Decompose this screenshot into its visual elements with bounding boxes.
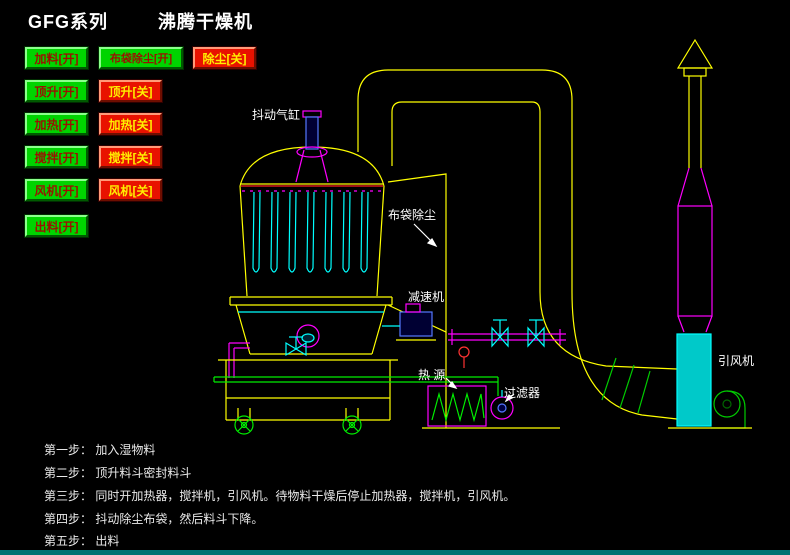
button-feed-on[interactable]: 加料[开]: [25, 47, 88, 69]
button-dedust-off[interactable]: 除尘[关]: [193, 47, 256, 69]
button-bag-dedust-on[interactable]: 布袋除尘[开]: [99, 47, 183, 69]
button-discharge-on[interactable]: 出料[开]: [25, 215, 88, 237]
induced-fan-unit: [668, 333, 752, 429]
filter-unit: [490, 390, 514, 420]
step-2: 第二步： 顶升料斗密封料斗: [44, 466, 192, 480]
cart: [218, 359, 398, 421]
wheels: [234, 415, 362, 435]
pipe-valve-1: [491, 319, 509, 348]
label-heat-source: 热 源: [418, 368, 446, 382]
button-lift-off[interactable]: 顶升[关]: [99, 80, 162, 102]
button-heat-on[interactable]: 加热[开]: [25, 113, 88, 135]
page-title: GFG系列 沸腾干燥机: [28, 8, 253, 34]
filter-bags: [252, 191, 369, 273]
button-stir-on[interactable]: 搅拌[开]: [25, 146, 88, 168]
main-duct: [357, 69, 678, 420]
button-stir-off[interactable]: 搅拌[关]: [99, 146, 162, 168]
sight-glass: [238, 311, 384, 348]
vessel: [229, 146, 393, 355]
exhaust-stack: [676, 38, 714, 333]
button-fan-on[interactable]: 风机[开]: [25, 179, 88, 201]
label-induced-fan: 引风机: [718, 354, 755, 368]
heat-source-unit: [422, 385, 560, 429]
button-lift-on[interactable]: 顶升[开]: [25, 80, 88, 102]
step-5: 第五步： 出料: [44, 534, 120, 548]
reducer-unit: [382, 303, 436, 341]
pointer-arrows: [413, 223, 515, 403]
bottom-window-edge: [0, 550, 790, 555]
title-series: GFG系列: [28, 12, 108, 32]
button-fan-off[interactable]: 风机[关]: [99, 179, 162, 201]
gauge: [458, 346, 470, 368]
label-filter: 过滤器: [504, 386, 541, 400]
step-1: 第一步： 加入湿物料: [44, 443, 156, 457]
button-heat-off[interactable]: 加热[关]: [99, 113, 162, 135]
pipe-valve-2: [527, 319, 545, 348]
label-shake-cylinder: 抖动气缸: [252, 108, 301, 122]
step-3: 第三步： 同时开加热器，搅拌机，引风机。待物料干燥后停止加热器，搅拌机，引风机。: [44, 489, 516, 503]
label-reducer: 减速机: [408, 290, 445, 304]
shake-cylinder: [295, 110, 329, 183]
discharge-valve: [285, 336, 307, 357]
step-4: 第四步： 抖动除尘布袋，然后料斗下降。: [44, 512, 264, 526]
recirc-pipe: [448, 329, 566, 345]
title-machine: 沸腾干燥机: [158, 12, 253, 32]
label-bag-dust: 布袋除尘: [388, 208, 437, 222]
duct-flex-hatch: [601, 357, 651, 414]
